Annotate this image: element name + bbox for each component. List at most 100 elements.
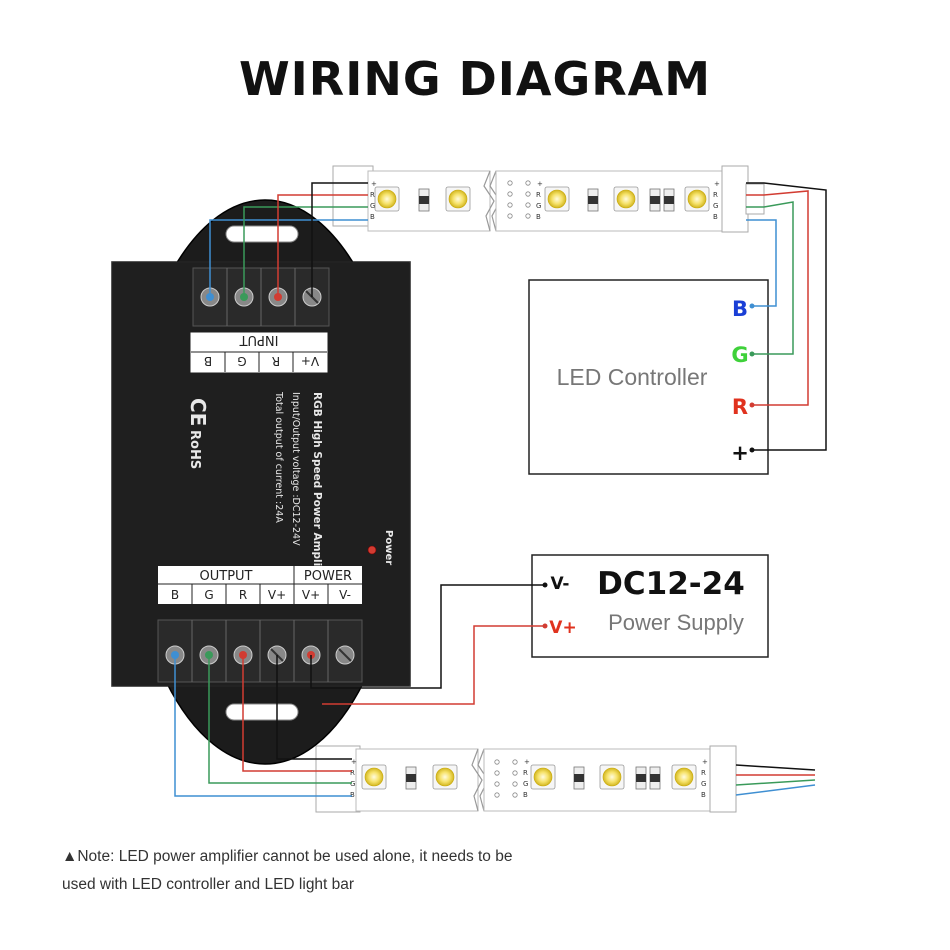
power-supply-voltage: DC12-24 [597, 566, 745, 602]
top-strip-mid-pad-g: G [536, 202, 541, 210]
top-strip-right-pad-r: R [713, 191, 718, 199]
bottom-strip-pad-g: G [350, 780, 355, 788]
wire-input-r [277, 194, 368, 297]
top-strip-cut-a [483, 170, 495, 232]
wire-output-g [208, 655, 352, 784]
wire-terminal-dots [542, 303, 755, 629]
bottom-strip-pad-r: R [350, 769, 355, 777]
amplifier-voltage-text: Input/Output voltage :DC12-24V [290, 392, 301, 546]
power-supply-pin-vplus: V+ [549, 618, 576, 638]
rohs-mark: RoHS [187, 430, 202, 469]
input-terminal-label-b: B [204, 354, 212, 368]
power-amplifier: INPUT V+ R G B RGB High Speed Power Ampl… [111, 199, 411, 765]
bottom-strip-cut-a [471, 748, 483, 812]
top-strip-led-5 [684, 186, 710, 212]
bottom-strip-led-4 [599, 764, 625, 790]
wire-strip-out-b [735, 784, 816, 796]
power-supply-frame [531, 554, 769, 658]
input-terminal-label-g: G [237, 354, 246, 368]
top-strip-resistor-2 [587, 188, 599, 212]
controller-pin-g: G [731, 343, 748, 367]
power-terminal-label-vminus: V- [339, 588, 351, 602]
input-label-group: INPUT V+ R G B [190, 332, 328, 373]
led-controller-box: LED Controller B G R + [528, 279, 769, 475]
bottom-strip-pad-plus: + [351, 758, 357, 766]
output-terminal-label-b: B [171, 588, 179, 602]
top-led-strip: + R G B + R G B + R G B [332, 165, 765, 233]
top-strip-left-connector [332, 165, 374, 227]
bottom-strip-right-pad-b: B [701, 791, 706, 799]
wire-controller-b [746, 219, 777, 307]
top-strip-pad-r: R [370, 191, 375, 199]
wire-power-vminus [310, 584, 545, 689]
bottom-strip-left-connector [315, 745, 361, 813]
power-terminal-label-vplus: V+ [302, 588, 320, 602]
diagram-title: WIRING DIAGRAM [238, 52, 712, 106]
wire-output-vplus [276, 655, 352, 760]
wire-output-b [174, 655, 352, 797]
top-strip-pad-g: G [370, 202, 375, 210]
bottom-strip-mid-pad-plus: + [524, 758, 530, 766]
amplifier-model-text: RGB High Speed Power Amplifier [311, 392, 323, 587]
top-strip-led-3 [544, 186, 570, 212]
ce-mark: CE [186, 398, 210, 426]
wires [174, 182, 827, 797]
bottom-strip-led-3 [530, 764, 556, 790]
wire-controller-g [746, 201, 794, 355]
bottom-strip-right-pad-r: R [701, 769, 706, 777]
input-terminal-label-vplus: V+ [301, 354, 319, 368]
wire-input-vplus [311, 182, 368, 297]
usage-note-line-2: used with LED controller and LED light b… [62, 876, 355, 893]
top-strip-pad-b: B [370, 213, 375, 221]
top-strip-right-plug [745, 183, 765, 215]
bottom-strip-pad-b: B [350, 791, 355, 799]
bottom-strip-right-pad-plus: + [702, 758, 708, 766]
top-strip-right-pad-plus: + [714, 180, 720, 188]
top-strip-pad-plus: + [371, 180, 377, 188]
bottom-strip-mid-pad-r: R [523, 769, 528, 777]
power-indicator-label: Power [383, 530, 394, 565]
top-strip-led-1 [374, 186, 400, 212]
bottom-strip-led-1 [361, 764, 387, 790]
wire-power-vplus [322, 625, 545, 705]
output-header-label: OUTPUT [200, 569, 253, 584]
top-strip-resistor-3 [649, 188, 675, 212]
bottom-mount-slot [225, 703, 299, 721]
top-strip-resistor-1 [418, 188, 430, 212]
top-strip-right-pad-g: G [713, 202, 718, 210]
wire-controller-r [746, 190, 809, 406]
controller-pin-plus: + [731, 441, 749, 465]
bottom-led-strip: + R G B + R G B + R G B [315, 745, 737, 813]
bottom-strip-resistor-2 [573, 766, 585, 790]
usage-note-line-1: ▲Note: LED power amplifier cannot be use… [62, 848, 513, 865]
controller-pin-b: B [732, 297, 748, 321]
wire-strip-out-plus [735, 764, 816, 771]
top-mount-slot [225, 225, 299, 243]
bottom-strip-led-5 [671, 764, 697, 790]
bottom-strip-right-pad-g: G [701, 780, 706, 788]
led-controller-frame [528, 279, 769, 475]
output-label-group: OUTPUT POWER B G R V+ V+ V- [158, 566, 362, 604]
wire-input-g [243, 206, 368, 297]
bottom-strip-right-connector [709, 745, 737, 813]
top-strip-led-2 [445, 186, 471, 212]
top-strip-led-4 [613, 186, 639, 212]
usage-note: ▲Note: LED power amplifier cannot be use… [62, 843, 622, 899]
power-supply-label: Power Supply [608, 610, 744, 635]
amplifier-current-text: Total output of current :24A [273, 391, 284, 523]
top-strip-right-pad-b: B [713, 213, 718, 221]
wire-input-b [209, 219, 368, 297]
wire-controller-plus [746, 182, 827, 451]
bottom-strip-led-2 [432, 764, 458, 790]
bottom-strip-resistor-1 [405, 766, 417, 790]
power-header-label: POWER [304, 569, 352, 584]
output-terminal-label-r: R [239, 588, 247, 602]
power-supply-box: DC12-24 Power Supply V- V+ [531, 554, 769, 658]
controller-pin-r: R [732, 395, 748, 419]
top-strip-mid-pad-r: R [536, 191, 541, 199]
output-terminal-label-g: G [204, 588, 213, 602]
wire-output-r [242, 655, 352, 772]
led-controller-label: LED Controller [557, 364, 708, 390]
top-strip-mid-pad-b: B [536, 213, 541, 221]
